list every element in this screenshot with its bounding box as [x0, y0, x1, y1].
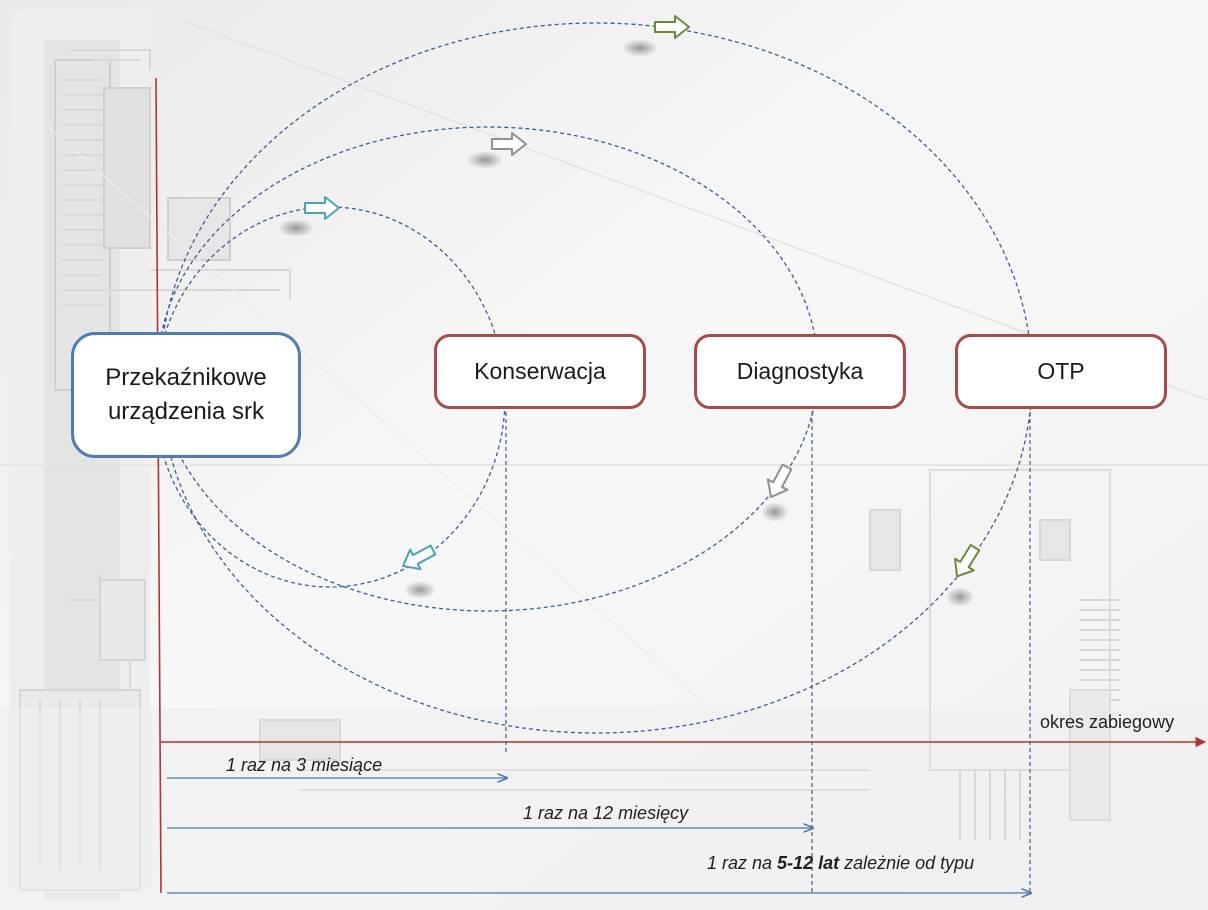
node-konserwacja: Konserwacja	[434, 334, 646, 409]
interval-label-otp-prefix: 1 raz na	[707, 853, 778, 873]
node-diagnostyka-label: Diagnostyka	[736, 358, 864, 384]
otp-arrow-bottom	[954, 543, 981, 578]
interval-label-otp-bold: 5-12 lat	[777, 853, 840, 873]
node-konserwacja-label: Konserwacja	[474, 358, 606, 384]
node-source-text: Przekaźnikowe urządzenia srk	[105, 361, 266, 429]
node-source-line2: urządzenia srk	[107, 398, 265, 425]
source-vertical-line	[155, 77, 162, 894]
node-otp: OTP	[955, 334, 1167, 409]
interval-guides	[505, 405, 1031, 893]
interval-label-otp: 1 raz na 5-12 lat zależnie od typu	[707, 853, 974, 874]
interval-label-12m: 1 raz na 12 miesięcy	[523, 803, 689, 823]
node-otp-label: OTP	[1037, 358, 1085, 384]
cycle-direction-arrows	[304, 15, 981, 578]
otp-arrow-top	[654, 15, 690, 39]
konserwacja-arrow-bottom	[401, 544, 437, 571]
diagnostyka-arrow-bottom	[766, 463, 793, 499]
konserwacja-arrow-top	[304, 196, 340, 220]
interval-arrows	[167, 778, 1031, 893]
interval-label-otp-suffix: zależnie od typu	[839, 853, 975, 873]
node-przekaznikowe-urzadzenia-srk: Przekaźnikowe urządzenia srk	[71, 332, 301, 458]
arrow-shadows	[278, 39, 974, 607]
diagnostyka-arrow-top	[491, 132, 527, 156]
node-source-line1: Przekaźnikowe	[105, 364, 267, 391]
time-axis-label: okres zabiegowy	[1040, 712, 1175, 732]
interval-label-3m: 1 raz na 3 miesiące	[226, 755, 383, 775]
node-diagnostyka: Diagnostyka	[694, 334, 906, 409]
